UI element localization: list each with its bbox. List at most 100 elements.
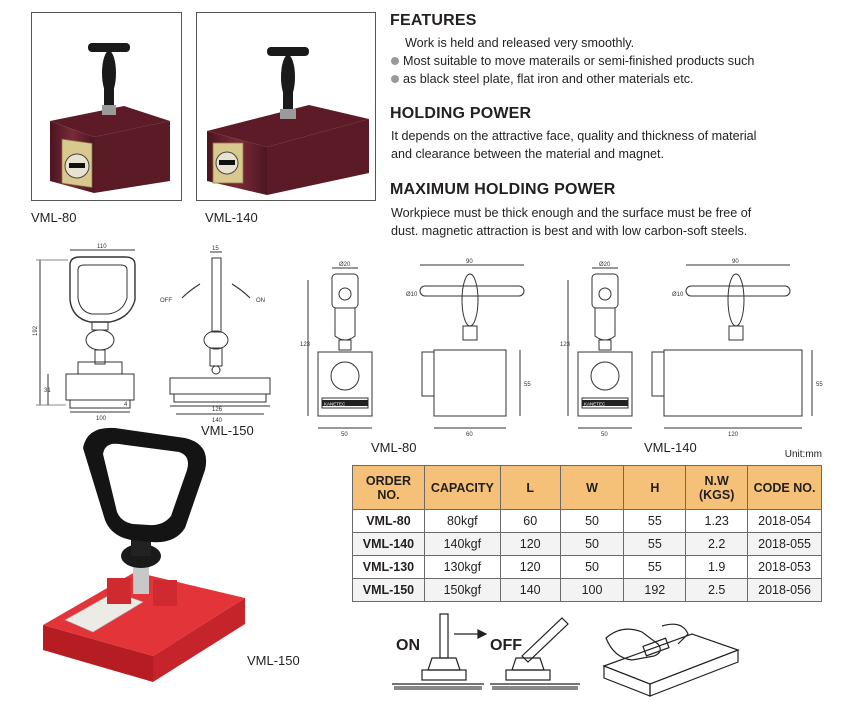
cell-w: 100 [559,578,625,602]
cell-h: 55 [623,532,687,556]
vml150-photo-label: VML-150 [247,653,300,668]
dim-20b: Ø20 [599,262,611,268]
header-w: W [559,465,625,510]
usage-on-label: ON [396,637,420,654]
cell-code: 2018-055 [747,532,822,556]
cell-l: 120 [499,532,561,556]
features-heading: FEATURES [390,12,477,29]
header-capacity: CAPACITY [423,465,501,510]
cell-capacity: 80kgf [423,509,501,533]
vml80-product-image [50,43,170,193]
dim-140: 140 [212,418,223,424]
vml140-brand-plate [582,400,628,406]
table-header-row: ORDER NO. CAPACITY L W H N.W (KGS) CODE … [352,465,822,510]
header-order-line-1: ORDER [365,473,412,488]
max-holding-power-line-1: Workpiece must be thick enough and the s… [391,206,752,220]
max-holding-power-line-2: dust. magnetic attraction is best and wi… [391,224,748,238]
cell-order: VML-130 [352,555,425,579]
cell-code: 2018-056 [747,578,822,602]
drawing-on-label: ON [256,298,265,304]
header-l: L [499,465,561,510]
holding-power-line-1: It depends on the attractive face, quali… [391,129,757,143]
cell-nw: 1.23 [685,509,749,533]
bullet-icon [391,75,399,83]
features-line-2: Most suitable to move materails or semi-… [403,54,755,68]
dim-90b: 90 [732,259,739,265]
cell-code: 2018-054 [747,509,822,533]
cell-w: 50 [559,555,625,579]
dim-4: 4 [124,402,128,408]
vml150-product-image [43,427,245,682]
cell-l: 140 [499,578,561,602]
features-bullet-1: Most suitable to move materails or semi-… [391,52,831,70]
dim-10b: Ø10 [672,292,684,298]
table-row: VML-150 150kgf 140 100 192 2.5 2018-056 [352,578,822,602]
dim-192: 192 [33,325,39,336]
dim-110: 110 [97,244,107,250]
ground-hatch-off [492,686,578,690]
dim-90a: 90 [466,259,473,265]
cell-h: 192 [623,578,687,602]
dim-120: 120 [728,432,739,438]
dim-50b: 50 [601,432,608,438]
cell-h: 55 [623,509,687,533]
holding-power-text: It depends on the attractive face, quali… [391,127,831,163]
drawing-caption-vml80: VML-80 [371,440,417,455]
features-line-1: Work is held and released very smoothly. [405,36,635,50]
vml140-product-image [207,47,369,195]
header-h: H [623,465,687,510]
header-nw-line-1: N.W [704,473,729,488]
cell-h: 55 [623,555,687,579]
cell-l: 120 [499,555,561,579]
table-row: VML-130 130kgf 120 50 55 1.9 2018-053 [352,555,822,579]
dim-60: 60 [466,432,473,438]
cell-capacity: 140kgf [423,532,501,556]
cell-l: 60 [499,509,561,533]
cell-capacity: 130kgf [423,555,501,579]
cell-order: VML-140 [352,532,425,556]
holding-power-line-2: and clearance between the material and m… [391,147,665,161]
dim-50a: 50 [341,432,348,438]
cell-w: 50 [559,509,625,533]
cell-order: VML-150 [352,578,425,602]
header-order-line-2: NO. [377,487,400,502]
cell-order: VML-80 [352,509,425,533]
cell-w: 50 [559,532,625,556]
ground-hatch-on [394,686,482,690]
dim-123b: 123 [560,342,571,348]
spec-table: ORDER NO. CAPACITY L W H N.W (KGS) CODE … [352,465,822,602]
vml80-brand-text: KANETEC [324,402,346,407]
dim-10a: Ø10 [406,292,418,298]
cell-nw: 1.9 [685,555,749,579]
drawing-caption-vml150: VML-150 [201,423,254,438]
features-text: Work is held and released very smoothly.… [391,34,831,88]
dim-20a: Ø20 [339,262,351,268]
photo-vml140 [196,12,376,201]
cell-nw: 2.2 [685,532,749,556]
vml140-photo-label: VML-140 [205,210,258,225]
drawing-off-label: OFF [160,298,172,304]
dim-55b: 55 [816,382,823,388]
vml80-photo-label: VML-80 [31,210,77,225]
max-holding-power-heading: MAXIMUM HOLDING POWER [390,181,616,198]
usage-off-label: OFF [490,637,522,654]
cell-capacity: 150kgf [423,578,501,602]
dim-126: 126 [212,407,223,413]
header-order-no: ORDER NO. [352,465,425,510]
cell-code: 2018-053 [747,555,822,579]
header-nw-line-2: (KGS) [698,487,735,502]
header-code-no: CODE NO. [747,465,822,510]
features-bullet-2: as black steel plate, flat iron and othe… [391,70,831,88]
unit-label: Unit:mm [784,449,822,460]
table-row: VML-80 80kgf 60 50 55 1.23 2018-054 [352,509,822,533]
table-row: VML-140 140kgf 120 50 55 2.2 2018-055 [352,532,822,556]
features-line-3: as black steel plate, flat iron and othe… [403,72,694,86]
cell-nw: 2.5 [685,578,749,602]
header-nw: N.W (KGS) [685,465,749,510]
usage-illustration: ON OFF [392,613,740,697]
photo-vml80 [31,12,182,201]
dim-31: 31 [44,388,51,394]
dim-123a: 123 [300,342,311,348]
vml80-brand-plate [322,400,368,406]
dim-15: 15 [212,246,219,252]
